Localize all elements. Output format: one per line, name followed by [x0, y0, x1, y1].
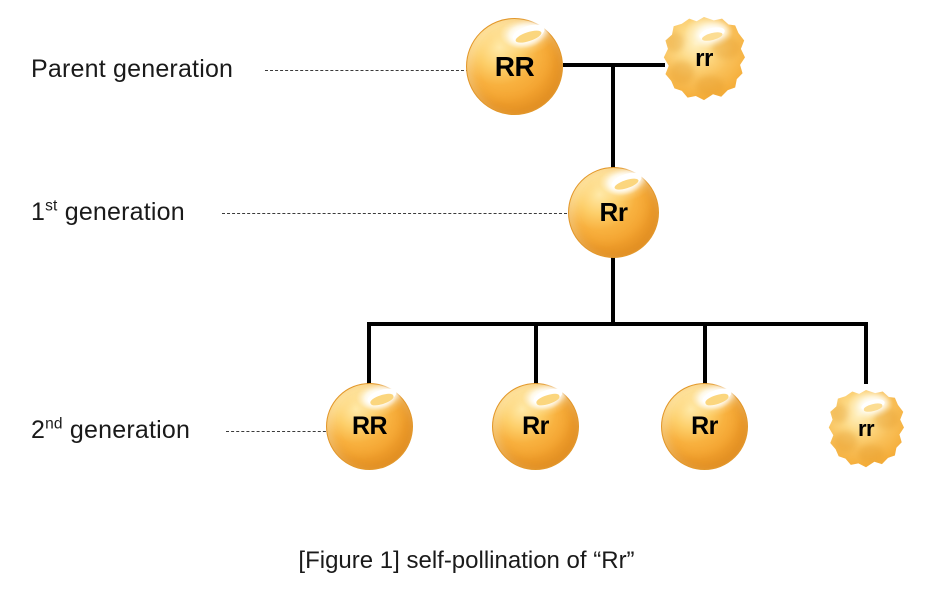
row-label-first-number: 1: [31, 198, 46, 226]
seed-f2-seed-3[interactable]: Rr: [661, 383, 748, 470]
connector-drop-to-f2-seed-1: [367, 322, 371, 384]
pea-wrinkle-lobe: [666, 32, 685, 53]
seed-f1-rr[interactable]: Rr: [568, 167, 659, 258]
pea-wrinkle-lobe: [873, 408, 900, 429]
seed-f2-seed-4[interactable]: rr: [828, 390, 904, 468]
connector-drop-to-f2-seed-4: [864, 322, 868, 384]
pea-wrinkle-lobe: [834, 430, 857, 453]
row-label-first-generation: 1st generation: [31, 197, 185, 226]
pea-wrinkle-lobe: [712, 37, 741, 59]
connector-sibling-bus-horizontal: [367, 322, 868, 326]
row-label-parent-generation: Parent generation: [31, 57, 233, 82]
row-label-first-ordinal: st: [45, 197, 58, 215]
leader-line-parent-generation: [265, 70, 469, 71]
seed-f2-seed-1[interactable]: RR: [326, 383, 413, 470]
connector-drop-to-f2-seed-2: [534, 322, 538, 384]
connector-parent-to-f1-vertical: [611, 63, 615, 168]
row-label-second-ordinal: nd: [45, 415, 63, 433]
pea-wrinkle-lobe: [695, 75, 724, 96]
seed-f2-seed-2[interactable]: Rr: [492, 383, 579, 470]
figure-caption: [Figure 1] self-pollination of “Rr”: [298, 547, 635, 574]
connector-f1-to-bus-vertical: [611, 257, 615, 326]
seed-parent-rr-dominant[interactable]: RR: [466, 18, 563, 115]
row-label-parent-text: Parent generation: [31, 55, 234, 83]
row-label-second-number: 2: [31, 416, 46, 444]
seed-parent-rr-recessive[interactable]: rr: [663, 17, 745, 101]
row-label-second-generation: 2nd generation: [31, 415, 191, 444]
leader-line-second-generation: [226, 431, 331, 432]
pea-wrinkle-lobe: [831, 404, 848, 423]
leader-line-first-generation: [222, 213, 567, 214]
pea-wrinkle-lobe: [669, 60, 695, 85]
pea-wrinkle-lobe: [858, 444, 885, 464]
connector-drop-to-f2-seed-3: [703, 322, 707, 384]
row-label-second-suffix: generation: [62, 416, 191, 444]
row-label-first-suffix: generation: [57, 198, 185, 226]
